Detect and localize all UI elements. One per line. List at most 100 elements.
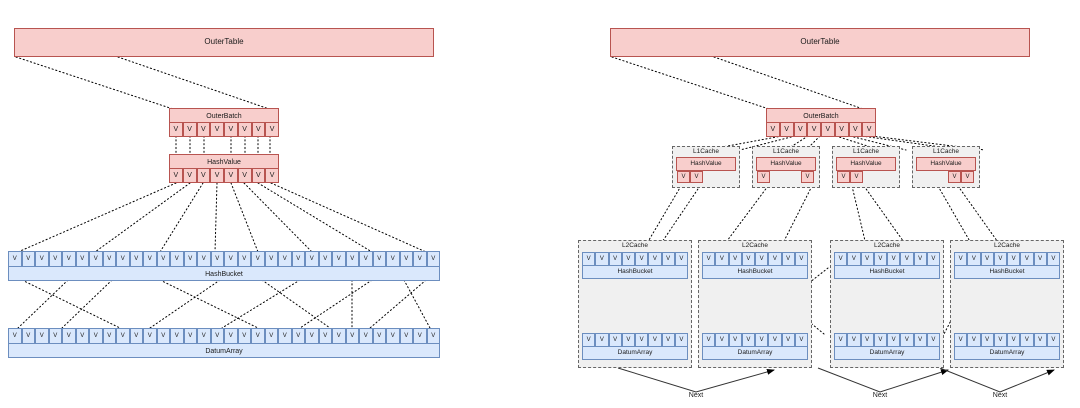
cell[interactable]: V	[674, 333, 688, 347]
left-outer-table[interactable]: OuterTable	[14, 28, 434, 57]
cell[interactable]: V	[170, 328, 184, 344]
cell[interactable]: V	[224, 168, 238, 183]
cell[interactable]: V	[75, 251, 89, 267]
cell[interactable]: V	[850, 171, 863, 183]
cell[interactable]: V	[237, 251, 251, 267]
cell[interactable]: V	[661, 252, 675, 266]
cell[interactable]: V	[143, 328, 157, 344]
l1-hash-value[interactable]	[756, 157, 816, 171]
cell[interactable]: V	[967, 252, 981, 266]
cell[interactable]: V	[954, 252, 968, 266]
cell[interactable]: V	[291, 328, 305, 344]
l2-datum-array[interactable]	[582, 346, 688, 360]
cell[interactable]: V	[781, 252, 795, 266]
cell[interactable]: V	[755, 333, 769, 347]
cell[interactable]: V	[197, 328, 211, 344]
cell[interactable]: V	[862, 122, 876, 137]
cell[interactable]: V	[359, 328, 373, 344]
cell[interactable]: V	[210, 251, 224, 267]
l2-datum-array[interactable]	[834, 346, 940, 360]
cell[interactable]: V	[182, 122, 197, 137]
cell[interactable]: V	[183, 251, 197, 267]
cell[interactable]: V	[887, 333, 901, 347]
cell[interactable]: V	[265, 168, 279, 183]
cell[interactable]: V	[582, 333, 596, 347]
cell[interactable]: V	[237, 122, 252, 137]
cell[interactable]: V	[860, 252, 874, 266]
l1-hash-value[interactable]	[836, 157, 896, 171]
cell[interactable]: V	[251, 251, 265, 267]
cell[interactable]: V	[860, 333, 874, 347]
cell[interactable]: V	[386, 251, 400, 267]
l1-hash-value[interactable]	[916, 157, 976, 171]
cell[interactable]: V	[345, 328, 359, 344]
cell[interactable]: V	[210, 328, 224, 344]
cell[interactable]: V	[345, 251, 359, 267]
cell[interactable]: V	[794, 333, 808, 347]
cell[interactable]: V	[887, 252, 901, 266]
cell[interactable]: V	[386, 328, 400, 344]
cell[interactable]: V	[237, 328, 251, 344]
cell[interactable]: V	[156, 328, 170, 344]
cell[interactable]: V	[1007, 252, 1021, 266]
cell[interactable]: V	[900, 333, 914, 347]
left-hash-bucket[interactable]: HashBucket	[8, 266, 440, 281]
cell[interactable]: V	[264, 251, 278, 267]
cell[interactable]: V	[635, 252, 649, 266]
cell[interactable]: V	[913, 252, 927, 266]
cell[interactable]: V	[332, 328, 346, 344]
l2-hash-bucket[interactable]	[954, 265, 1060, 279]
cell[interactable]: V	[48, 328, 62, 344]
cell[interactable]: V	[35, 251, 49, 267]
cell[interactable]: V	[781, 333, 795, 347]
left-datum-array[interactable]: DatumArray	[8, 343, 440, 358]
cell[interactable]: V	[847, 333, 861, 347]
cell[interactable]: V	[359, 251, 373, 267]
cell[interactable]: V	[715, 252, 729, 266]
cell[interactable]: V	[265, 122, 279, 137]
left-outer-batch[interactable]: OuterBatch	[169, 108, 279, 123]
cell[interactable]: V	[21, 251, 35, 267]
cell[interactable]: V	[702, 333, 716, 347]
cell[interactable]: V	[926, 252, 940, 266]
cell[interactable]: V	[847, 252, 861, 266]
cell[interactable]: V	[621, 333, 635, 347]
cell[interactable]: V	[755, 252, 769, 266]
cell[interactable]: V	[426, 251, 440, 267]
cell[interactable]: V	[75, 328, 89, 344]
cell[interactable]: V	[62, 251, 76, 267]
cell[interactable]: V	[794, 252, 808, 266]
cell[interactable]: V	[1020, 252, 1034, 266]
cell[interactable]: V	[182, 168, 197, 183]
cell[interactable]: V	[224, 328, 238, 344]
cell[interactable]: V	[8, 251, 22, 267]
cell[interactable]: V	[848, 122, 863, 137]
cell[interactable]: V	[89, 328, 103, 344]
cell[interactable]: V	[926, 333, 940, 347]
cell[interactable]: V	[291, 251, 305, 267]
l1-hash-value[interactable]	[676, 157, 736, 171]
cell[interactable]: V	[129, 328, 143, 344]
cell[interactable]: V	[967, 333, 981, 347]
cell[interactable]: V	[372, 251, 386, 267]
cell[interactable]: V	[372, 328, 386, 344]
cell[interactable]: V	[224, 122, 238, 137]
cell[interactable]: V	[807, 122, 821, 137]
cell[interactable]: V	[196, 168, 211, 183]
cell[interactable]: V	[961, 171, 974, 183]
cell[interactable]: V	[318, 251, 332, 267]
cell[interactable]: V	[332, 251, 346, 267]
cell[interactable]: V	[305, 328, 319, 344]
cell[interactable]: V	[621, 252, 635, 266]
cell[interactable]: V	[1033, 333, 1047, 347]
cell[interactable]: V	[413, 251, 427, 267]
cell[interactable]: V	[1046, 252, 1060, 266]
right-outer-batch[interactable]: OuterBatch	[766, 108, 876, 123]
cell[interactable]: V	[779, 122, 794, 137]
cell[interactable]: V	[318, 328, 332, 344]
cell[interactable]: V	[1046, 333, 1060, 347]
cell[interactable]: V	[834, 122, 849, 137]
cell[interactable]: V	[399, 251, 413, 267]
cell[interactable]: V	[264, 328, 278, 344]
cell[interactable]: V	[426, 328, 440, 344]
